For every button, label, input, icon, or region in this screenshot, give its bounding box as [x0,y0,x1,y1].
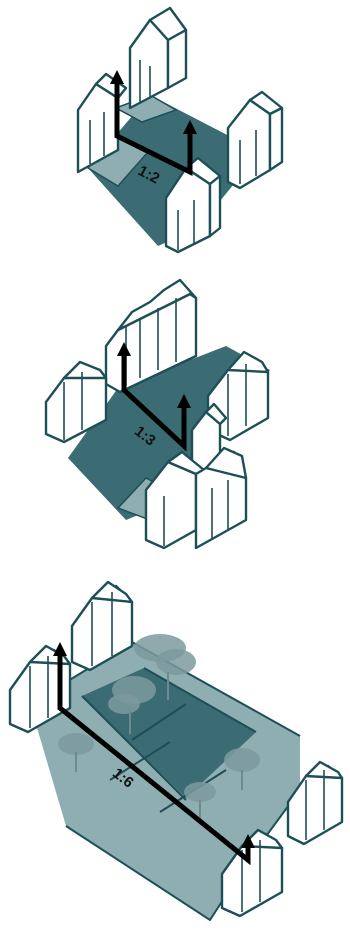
tree [58,733,94,772]
trees [58,634,260,820]
house-left [76,72,128,174]
measure-line [114,82,193,177]
house-front [144,446,248,550]
row-houses-back [104,278,198,394]
tree [134,634,196,700]
arrow-head-left [110,70,124,84]
measure-line [57,654,251,866]
arrow-head-right [177,394,191,408]
house-left [8,644,72,734]
diagram-ratio-1-2: 1:2 [76,6,284,254]
measure-line [121,352,187,452]
tree [108,676,156,734]
diagram-ratio-1-6: 1:6 [8,580,344,922]
house-right [226,90,284,190]
arrow-head-right [183,120,197,134]
tree [224,748,260,790]
arrow-head-right [241,834,255,848]
tree [184,782,216,820]
house-back [70,580,134,672]
house-right [286,760,344,846]
diagram-ratio-1-3: 1:3 [44,278,270,550]
street-surface [88,95,260,246]
house-back [128,6,188,110]
arrow-head-left [117,342,131,356]
house-left [44,360,108,444]
house-front [164,156,222,254]
arrow-head-left [53,642,67,656]
